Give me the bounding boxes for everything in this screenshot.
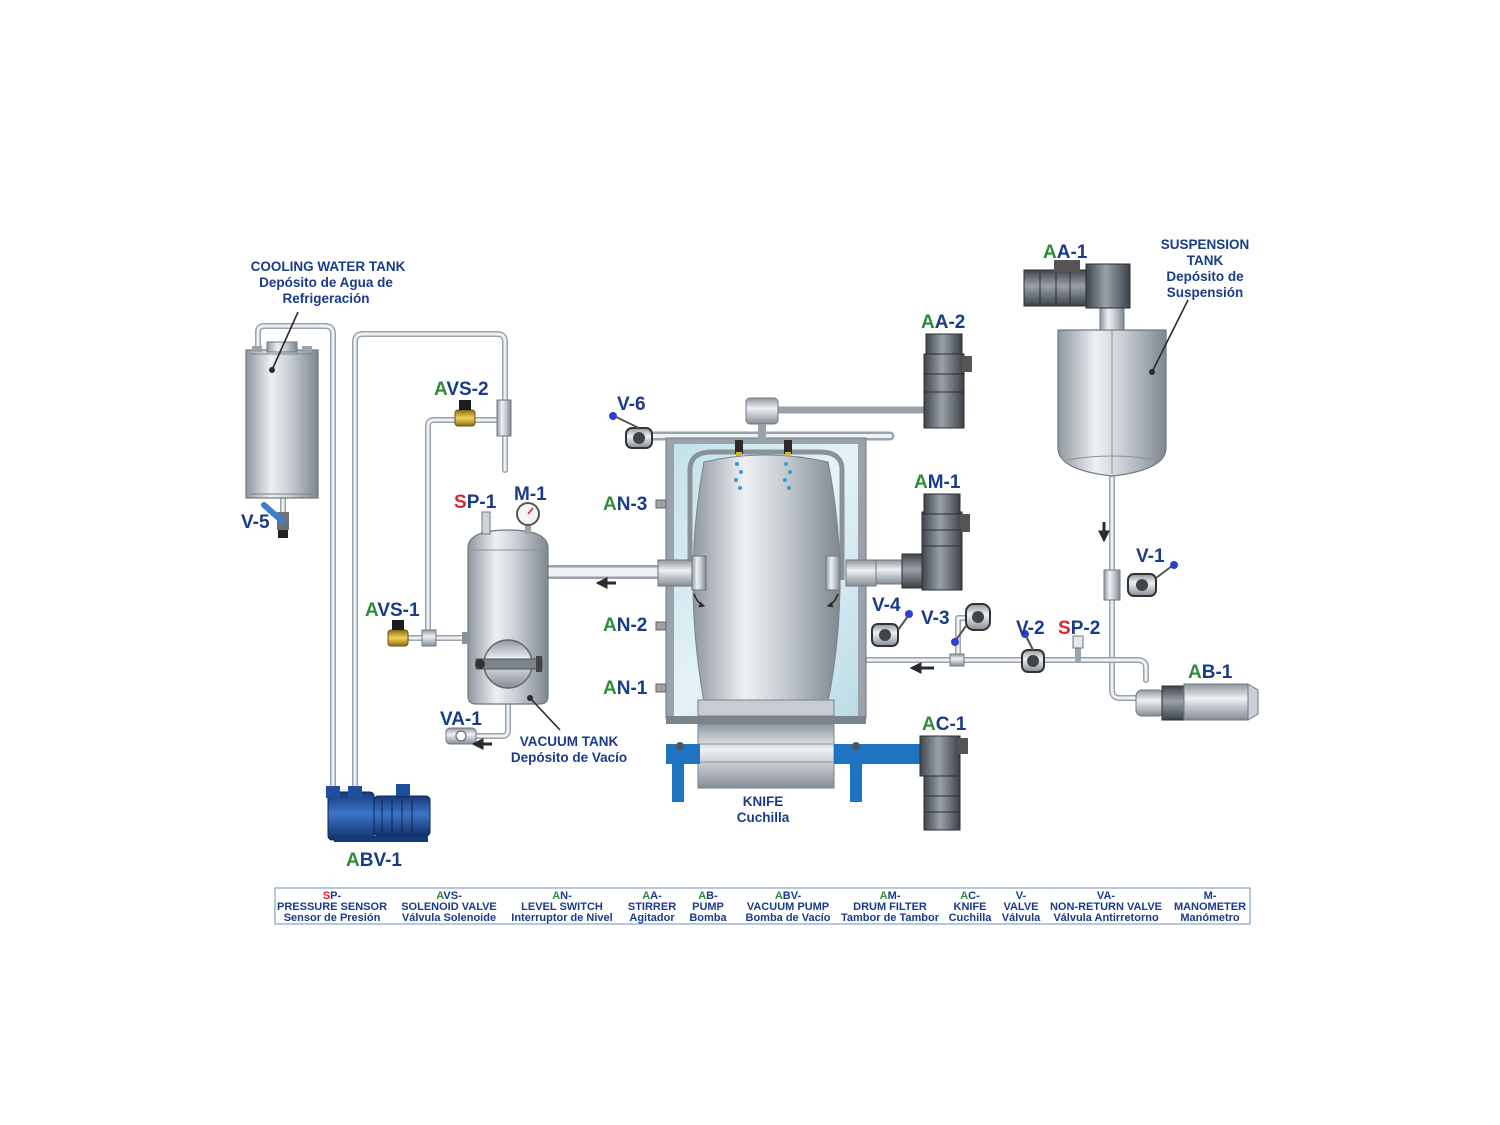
legend-label-es-8: Válvula bbox=[1002, 912, 1041, 924]
legend-code-3: AA- bbox=[642, 890, 662, 902]
vacuum-tank-caption-2: Depósito de Vacío bbox=[511, 750, 627, 765]
legend-code-6: AM- bbox=[880, 890, 901, 902]
legend-code-2: AN- bbox=[552, 890, 572, 902]
solenoid-valve-avs2[interactable] bbox=[454, 399, 512, 437]
legend-label-en-6: DRUM FILTER bbox=[853, 901, 927, 913]
legend-label-es-9: Válvula Antirretorno bbox=[1053, 912, 1159, 924]
legend-label-es-3: Agitador bbox=[629, 912, 675, 924]
captions: COOLING WATER TANK Depósito de Agua de R… bbox=[251, 237, 1250, 825]
legend-code-4: AB- bbox=[698, 890, 718, 902]
legend-label-es-2: Interruptor de Nivel bbox=[511, 912, 612, 924]
leader-lines bbox=[271, 299, 1189, 731]
legend-label-en-2: LEVEL SWITCH bbox=[521, 901, 603, 913]
valve-v5[interactable] bbox=[261, 502, 289, 538]
tag-v3: V-3 bbox=[921, 608, 950, 629]
valve-v3[interactable] bbox=[949, 603, 991, 667]
suspension-tank-caption-4: Suspensión bbox=[1167, 285, 1244, 300]
knife-caption-1: KNIFE bbox=[743, 794, 784, 809]
tag-abv1: ABV-1 bbox=[346, 850, 402, 871]
legend-code-5: ABV- bbox=[775, 890, 802, 902]
legend-code-10: M- bbox=[1204, 890, 1217, 902]
drum-filter-vessel bbox=[655, 397, 920, 802]
tag-v1: V-1 bbox=[1136, 546, 1165, 567]
pressure-sensor-sp2 bbox=[1072, 635, 1084, 649]
tag-aa1: AA-1 bbox=[1043, 242, 1088, 263]
tag-v4: V-4 bbox=[872, 595, 901, 616]
valve-v1[interactable] bbox=[1103, 561, 1178, 601]
tag-an3: AN-3 bbox=[603, 494, 647, 515]
tag-v6: V-6 bbox=[617, 394, 646, 415]
tag-v2: V-2 bbox=[1016, 618, 1045, 639]
tag-v5: V-5 bbox=[241, 512, 270, 533]
legend-code-7: AC- bbox=[960, 890, 980, 902]
tag-ab1: AB-1 bbox=[1188, 662, 1233, 683]
legend-label-en-8: VALVE bbox=[1003, 901, 1038, 913]
valve-v4[interactable] bbox=[871, 610, 913, 647]
legend-label-es-0: Sensor de Presión bbox=[284, 912, 381, 924]
cooling-tank-caption-3: Refrigeración bbox=[282, 291, 369, 306]
tag-va1: VA-1 bbox=[440, 709, 482, 730]
legend-label-en-0: PRESSURE SENSOR bbox=[277, 901, 387, 913]
legend-label-en-5: VACUUM PUMP bbox=[747, 901, 829, 913]
manometer-m1 bbox=[516, 502, 540, 534]
legend-label-en-3: STIRRER bbox=[628, 901, 676, 913]
cooling-tank-caption-1: COOLING WATER TANK bbox=[251, 259, 406, 274]
vacuum-tank bbox=[462, 511, 549, 705]
non-return-valve-va1[interactable] bbox=[445, 727, 477, 745]
tag-avs1: AVS-1 bbox=[365, 600, 420, 621]
tag-aa2: AA-2 bbox=[921, 312, 965, 333]
suspension-tank-caption-2: TANK bbox=[1187, 253, 1224, 268]
legend-label-es-1: Válvula Solenoide bbox=[402, 912, 496, 924]
cooling-water-tank bbox=[245, 341, 319, 499]
solenoid-valve-avs1[interactable] bbox=[387, 620, 437, 647]
legend-code-1: AVS- bbox=[436, 890, 462, 902]
knife-caption-2: Cuchilla bbox=[737, 810, 790, 825]
tag-sp1: SP-1 bbox=[454, 492, 497, 513]
tag-an2: AN-2 bbox=[603, 615, 647, 636]
suspension-tank-caption-3: Depósito de bbox=[1166, 269, 1244, 284]
legend-label-en-1: SOLENOID VALVE bbox=[401, 901, 497, 913]
legend-label-es-7: Cuchilla bbox=[949, 912, 993, 924]
legend-label-en-9: NON-RETURN VALVE bbox=[1050, 901, 1162, 913]
tag-m1: M-1 bbox=[514, 484, 547, 505]
suspension-tank-caption-1: SUSPENSION bbox=[1161, 237, 1250, 252]
tag-labels: AA-1 AA-2 AVS-2 V-6 SP-1 M-1 AN-3 AM-1 V… bbox=[241, 242, 1233, 871]
tag-an1: AN-1 bbox=[603, 678, 648, 699]
pump-ab1 bbox=[1135, 683, 1259, 721]
legend-code-9: VA- bbox=[1097, 890, 1115, 902]
legend-label-es-5: Bomba de Vacío bbox=[746, 912, 831, 924]
suspension-tank bbox=[1057, 303, 1167, 477]
knife-motor-ac1 bbox=[919, 735, 968, 831]
valve-v2[interactable] bbox=[1021, 630, 1045, 673]
vacuum-tank-caption-1: VACUUM TANK bbox=[520, 734, 619, 749]
tag-sp2: SP-2 bbox=[1058, 618, 1100, 639]
legend-label-en-7: KNIFE bbox=[954, 901, 987, 913]
legend-label-en-4: PUMP bbox=[692, 901, 724, 913]
piping bbox=[255, 323, 1149, 795]
flow-arrows bbox=[471, 522, 1110, 750]
legend-label-es-10: Manómetro bbox=[1180, 912, 1240, 924]
legend-label-es-6: Tambor de Tambor bbox=[841, 912, 940, 924]
tag-avs2: AVS-2 bbox=[434, 379, 489, 400]
tag-ac1: AC-1 bbox=[922, 714, 967, 735]
cooling-tank-caption-2: Depósito de Agua de bbox=[259, 275, 393, 290]
tag-am1: AM-1 bbox=[914, 472, 961, 493]
legend-label-en-10: MANOMETER bbox=[1174, 901, 1246, 913]
legend-code-0: SP- bbox=[323, 890, 342, 902]
stirrer-motor-aa2 bbox=[923, 333, 972, 429]
vacuum-pump-abv1 bbox=[326, 784, 431, 842]
drum-motor-am1 bbox=[875, 493, 970, 591]
valve-v6[interactable] bbox=[609, 412, 653, 449]
legend-code-8: V- bbox=[1016, 890, 1027, 902]
legend-label-es-4: Bomba bbox=[689, 912, 727, 924]
stirrer-motor-aa1 bbox=[1023, 260, 1131, 309]
